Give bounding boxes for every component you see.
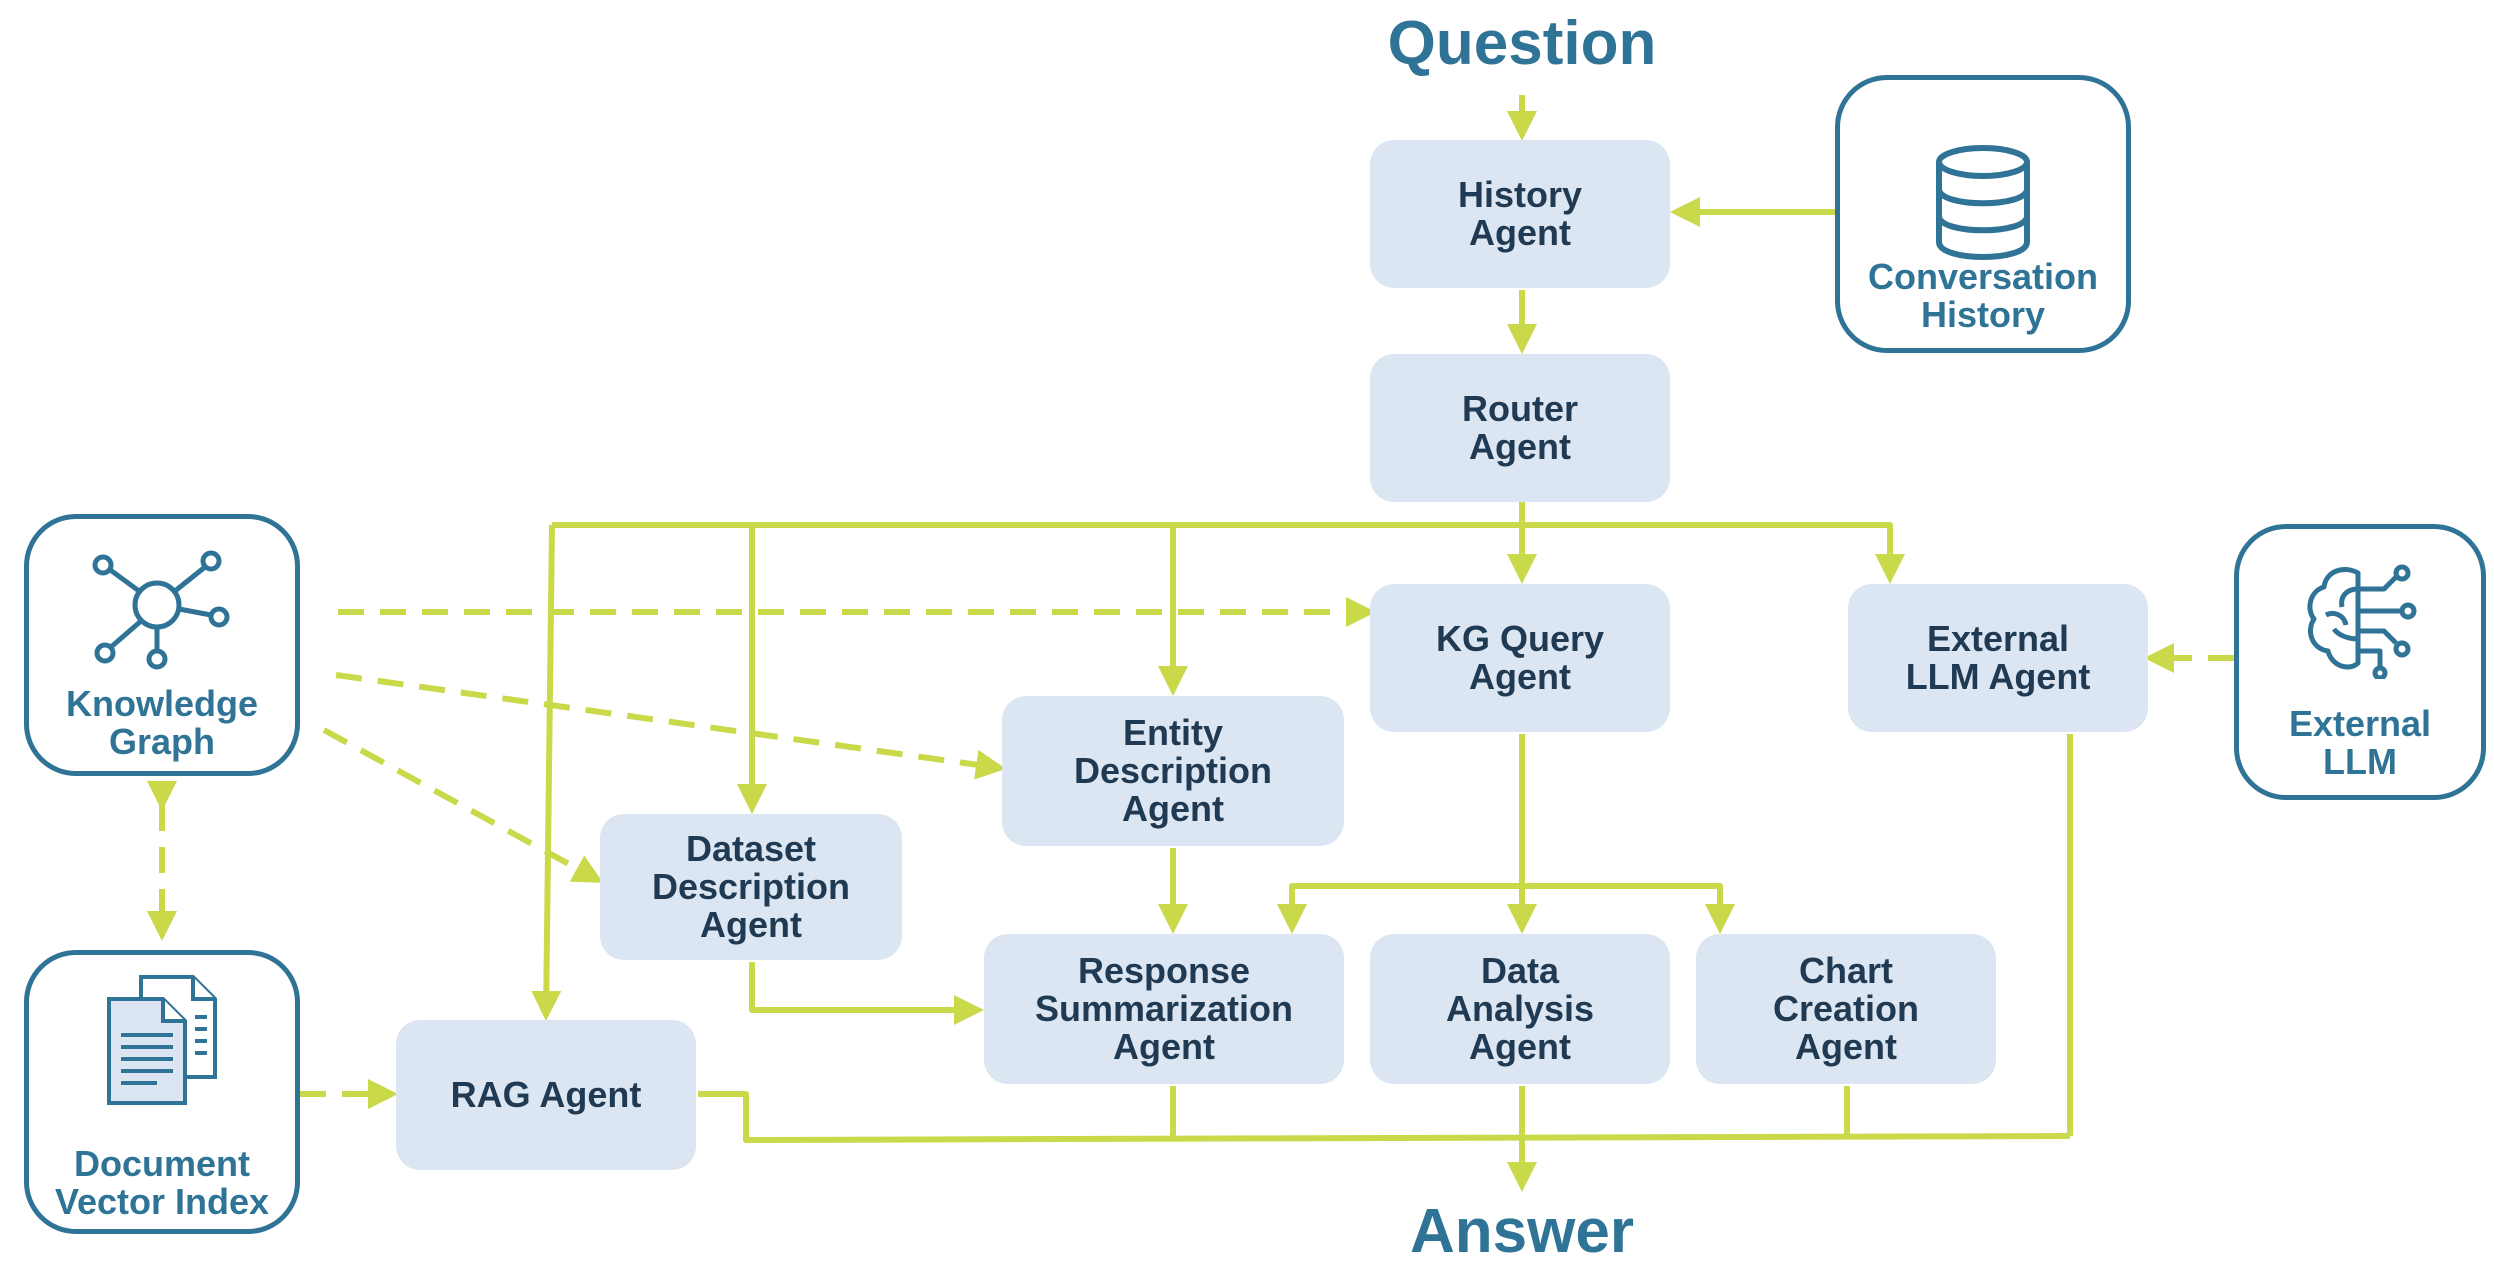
conversation-history-label: Conversation History xyxy=(1867,256,2099,335)
dataset-description-agent: Dataset Description Agent xyxy=(600,814,902,960)
document-vector-index-source: Document Vector Index xyxy=(24,950,300,1234)
conversation-history-source: Conversation History xyxy=(1835,75,2131,353)
database-icon xyxy=(1936,145,2030,260)
edge-kg-dataset xyxy=(322,727,604,883)
external-llm-label: External LLM xyxy=(2288,703,2432,782)
edge-dataset-response xyxy=(749,962,984,1025)
history-agent: History Agent xyxy=(1370,140,1670,288)
document-vector-index-label: Document Vector Index xyxy=(54,1143,270,1222)
chart-creation-agent: Chart Creation Agent xyxy=(1696,934,1996,1084)
external-llm-agent: External LLM Agent xyxy=(1848,584,2148,732)
rag-agent: RAG Agent xyxy=(396,1020,696,1170)
edge-kg-entity xyxy=(335,672,1006,780)
edge-router-hub xyxy=(552,502,1525,528)
documents-icon xyxy=(107,975,217,1105)
network-icon xyxy=(92,550,230,670)
kg-query-agent: KG Query Agent xyxy=(1370,584,1670,732)
data-analysis-agent: Data Analysis Agent xyxy=(1370,934,1670,1084)
router-agent: Router Agent xyxy=(1370,354,1670,502)
edge-router-externalllm xyxy=(1522,522,1905,584)
edge-router-rag xyxy=(531,524,562,1021)
knowledge-graph-source: Knowledge Graph xyxy=(24,514,300,776)
question-label: Question xyxy=(1387,9,1657,78)
knowledge-graph-label: Knowledge Graph xyxy=(65,683,258,762)
edge-kgquery-response xyxy=(1277,883,1522,934)
external-llm-source: External LLM xyxy=(2234,524,2486,800)
edge-rag-answer xyxy=(698,1091,2071,1143)
brain-circuit-icon xyxy=(2307,564,2417,679)
response-summarization-agent: Response Summarization Agent xyxy=(984,934,1344,1084)
edge-kgquery-chart xyxy=(1522,883,1735,934)
entity-description-agent: Entity Description Agent xyxy=(1002,696,1344,846)
answer-label: Answer xyxy=(1410,1197,1634,1266)
